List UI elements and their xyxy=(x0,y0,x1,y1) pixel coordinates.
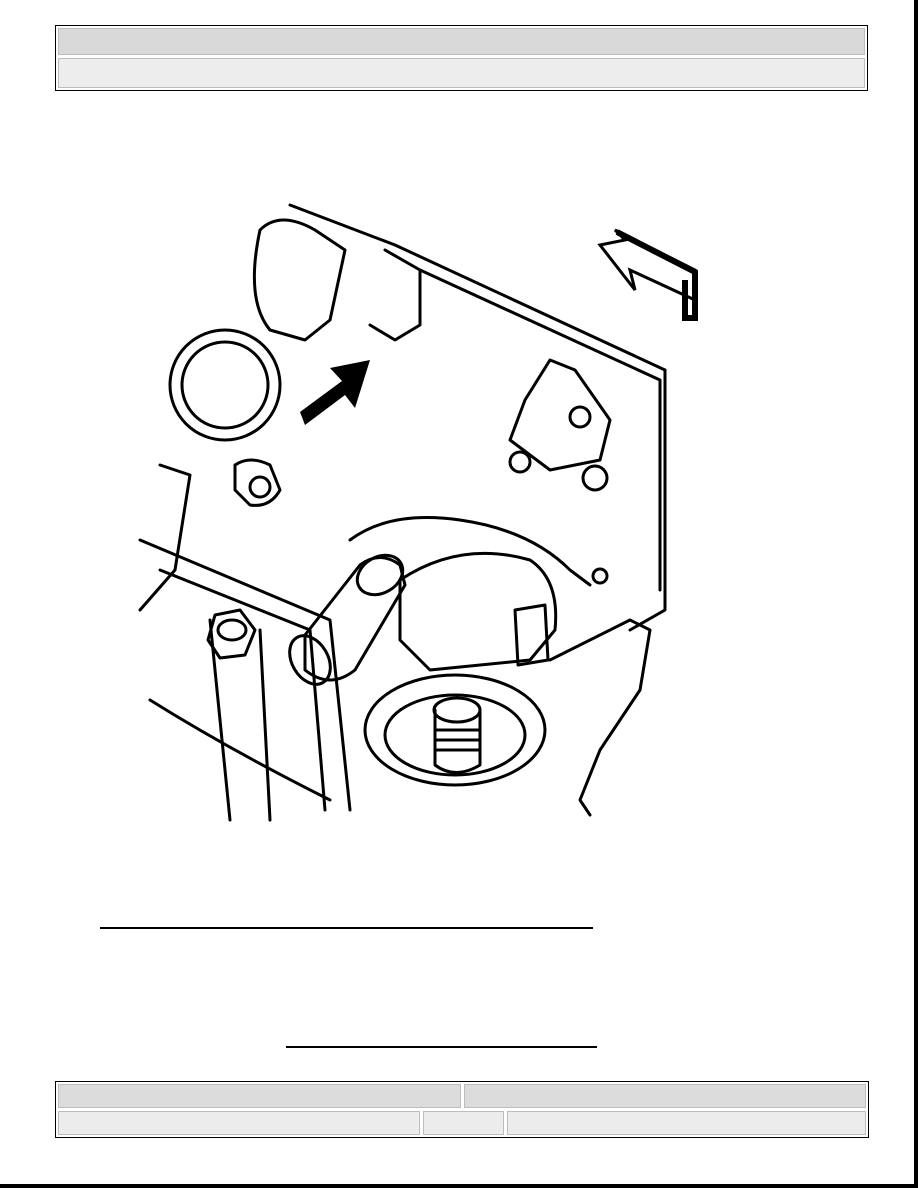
output-flange-inner xyxy=(383,693,527,777)
footer-cell-3 xyxy=(58,1111,420,1135)
sensor-body xyxy=(303,556,407,682)
footer-cell-5-text xyxy=(508,1115,514,1130)
direction-arrow-solid xyxy=(300,360,370,425)
hex-bolt xyxy=(206,608,257,660)
output-flange-outer xyxy=(363,673,547,787)
round-port-inner xyxy=(180,340,270,430)
sensor-connector xyxy=(288,634,332,686)
header-row-2-text xyxy=(59,62,65,77)
shaft-splines xyxy=(435,728,480,752)
lower-rib-1 xyxy=(208,618,232,822)
right-cover xyxy=(548,618,652,817)
output-shaft-end xyxy=(432,696,482,724)
bracket-hole-3 xyxy=(581,464,609,492)
header-row-1-text xyxy=(59,32,65,47)
footer-cell-5 xyxy=(507,1111,866,1135)
header-table xyxy=(55,25,868,91)
flange-inner xyxy=(418,268,662,592)
sensor-top xyxy=(355,553,405,597)
lower-rib-3 xyxy=(148,698,332,802)
housing-curve xyxy=(348,516,592,587)
bracket-hole-1 xyxy=(568,405,592,429)
bracket xyxy=(508,358,612,472)
output-shaft xyxy=(433,708,482,774)
cover-tab xyxy=(513,603,550,667)
boss-hole xyxy=(248,475,272,499)
boss xyxy=(233,458,282,507)
housing-top-edge xyxy=(288,203,667,372)
bracket-hole-2 xyxy=(508,450,532,474)
footer-cell-2-text xyxy=(465,1088,471,1103)
housing-right-edge xyxy=(628,368,667,632)
footer-cell-2 xyxy=(464,1084,866,1108)
underline-rule-2 xyxy=(286,1046,597,1048)
transmission-illustration xyxy=(138,203,698,822)
footer-table xyxy=(55,1081,869,1138)
footer-cell-4 xyxy=(423,1111,504,1135)
bracket-hole-4 xyxy=(591,567,609,585)
lower-case xyxy=(138,538,352,812)
left-body-edge xyxy=(138,463,192,612)
footer-cell-1-text xyxy=(59,1088,65,1103)
left-lobe xyxy=(252,218,347,342)
round-port-outer xyxy=(168,328,282,442)
hex-bolt-top xyxy=(216,618,248,642)
output-housing xyxy=(398,551,558,672)
forward-arrow-outline xyxy=(597,228,698,321)
header-row-2 xyxy=(58,58,865,88)
footer-cell-1 xyxy=(58,1084,461,1108)
footer-cell-4-text xyxy=(424,1115,430,1130)
header-row-1 xyxy=(58,28,865,55)
lower-rib-2 xyxy=(258,628,272,822)
underline-rule-1 xyxy=(100,927,593,929)
footer-cell-3-text xyxy=(59,1115,65,1130)
flange-upper xyxy=(368,248,422,342)
